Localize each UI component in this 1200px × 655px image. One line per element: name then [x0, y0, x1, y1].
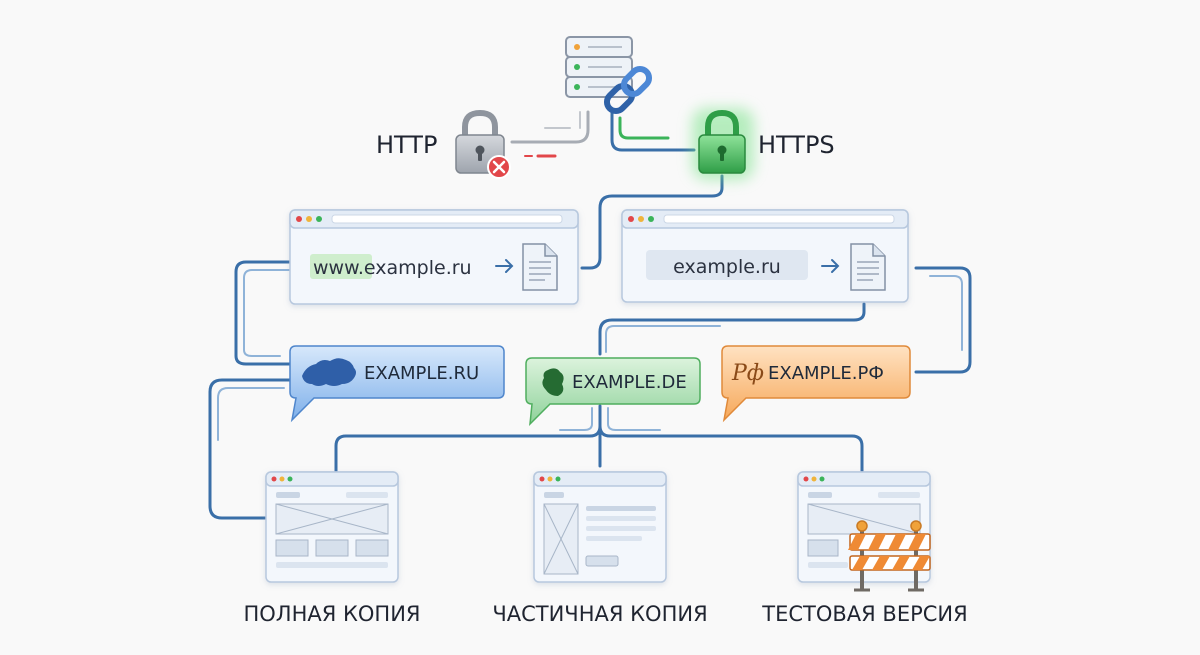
- domain-label-rf: EXAMPLE.РФ: [768, 363, 884, 384]
- caption-partial-copy: ЧАСТИЧНАЯ КОПИЯ: [492, 602, 707, 626]
- de-to-copies-connector: [334, 404, 602, 474]
- arrow-right-icon: [821, 259, 840, 273]
- site-copy-partial: [533, 471, 667, 583]
- caption-full-copy: ПОЛНАЯ КОПИЯ: [243, 602, 420, 626]
- construction-barrier-icon: [848, 520, 931, 592]
- document-icon: [850, 243, 886, 291]
- domain-tag-rf: [721, 345, 911, 423]
- ru-to-full-copy-connector: [208, 378, 292, 520]
- russia-map-icon: [302, 358, 356, 386]
- domain-label-ru: EXAMPLE.RU: [364, 363, 479, 384]
- browser1-to-ru-connector: [234, 260, 292, 366]
- https-connector: [610, 110, 696, 152]
- https-lock-icon: [692, 108, 754, 180]
- document-icon: [522, 243, 558, 291]
- error-x-icon: [487, 155, 511, 179]
- browser2-to-rf-connector: [914, 266, 972, 374]
- https-label: HTTPS: [758, 131, 835, 159]
- rf-monogram-icon: Рф: [731, 361, 764, 386]
- url-www-highlight: [310, 254, 372, 279]
- browser2-to-de-connector: [598, 302, 866, 356]
- https-to-browser-connector: [580, 174, 724, 270]
- caption-test-version: ТЕСТОВАЯ ВЕРСИЯ: [761, 602, 967, 626]
- connector-lines: [208, 110, 972, 520]
- arrow-right-icon: [495, 259, 514, 273]
- domain-tag-de: [525, 357, 701, 427]
- http-connector: [510, 110, 590, 144]
- http-label: HTTP: [376, 131, 437, 159]
- url-field-www: www.example.ru: [313, 257, 472, 279]
- url-field-plain: example.ru: [673, 256, 781, 278]
- browser-window-www: [289, 209, 579, 305]
- domain-label-de: EXAMPLE.DE: [572, 372, 687, 393]
- url-field-box: [646, 250, 808, 280]
- chain-link-icon: [603, 65, 653, 115]
- site-copy-full: [265, 471, 399, 583]
- germany-map-icon: [542, 368, 564, 396]
